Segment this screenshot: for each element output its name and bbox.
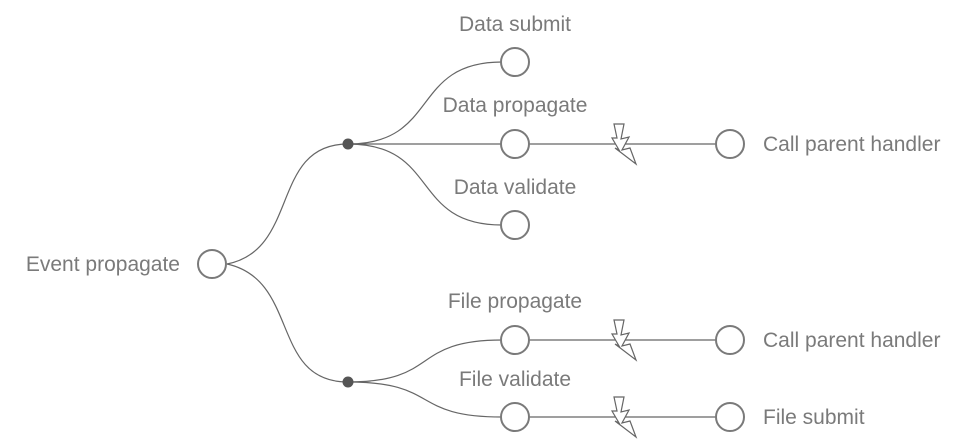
label-data-propagate: Data propagate xyxy=(443,94,588,117)
label-file-submit: File submit xyxy=(763,406,865,429)
lightning-icon xyxy=(610,123,638,166)
edge-root-to-file-junction xyxy=(226,263,349,383)
data-junction-dot xyxy=(342,138,354,150)
node-file-submit xyxy=(715,402,745,432)
label-file-call-parent-handler: Call parent handler xyxy=(763,329,940,352)
file-junction-dot xyxy=(342,376,354,388)
edge-to-data-validate xyxy=(347,143,503,226)
lightning-icon xyxy=(610,319,638,362)
lightning-icon xyxy=(610,396,638,439)
edge-to-data-submit xyxy=(347,61,503,145)
node-data-validate xyxy=(500,210,530,240)
node-file-propagate xyxy=(500,325,530,355)
node-file-call-parent-handler xyxy=(715,325,745,355)
node-data-propagate xyxy=(500,129,530,159)
edge-to-file-validate xyxy=(347,381,503,418)
label-file-validate: File validate xyxy=(459,368,571,391)
node-data-call-parent-handler xyxy=(715,129,745,159)
label-event-propagate: Event propagate xyxy=(26,253,180,276)
node-file-validate xyxy=(500,402,530,432)
label-data-submit: Data submit xyxy=(459,13,571,36)
node-event-propagate xyxy=(197,249,227,279)
label-file-propagate: File propagate xyxy=(448,290,582,313)
edge-to-file-propagate xyxy=(347,339,503,383)
node-data-submit xyxy=(500,47,530,77)
edge-root-to-data-junction xyxy=(226,143,349,265)
label-data-validate: Data validate xyxy=(454,176,577,199)
label-data-call-parent-handler: Call parent handler xyxy=(763,133,940,156)
